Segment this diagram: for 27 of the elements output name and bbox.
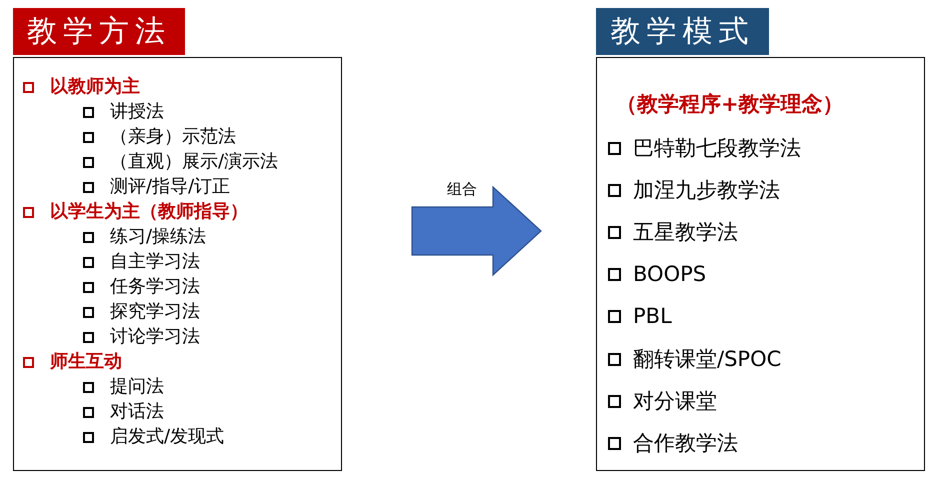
list-item: 翻转课堂/SPOC [633, 346, 782, 372]
list-item: （亲身）示范法 [110, 126, 236, 148]
list-item: BOOPS [633, 262, 706, 288]
list-item: 巴特勒七段教学法 [633, 136, 801, 160]
list-item: PBL [633, 304, 672, 330]
list-item: 探究学习法 [110, 301, 200, 323]
group-heading: 以学生为主（教师指导） [50, 201, 248, 223]
list-item: 启发式/发现式 [110, 426, 224, 448]
group-heading: 以教师为主 [50, 76, 140, 98]
list-item: 对分课堂 [633, 388, 717, 414]
heading-tab: 教学模式 [596, 8, 769, 55]
subtitle: （教学程序+教学理念） [616, 92, 844, 116]
list-item: 对话法 [110, 401, 164, 423]
list-item: 五星教学法 [633, 220, 738, 245]
list-item: 讲授法 [110, 101, 164, 123]
list-item: 合作教学法 [633, 430, 738, 456]
list-item: 讨论学习法 [110, 326, 200, 348]
list-item: 练习/操练法 [110, 226, 206, 248]
edge-label: 组合 [447, 180, 477, 199]
list-item: 提问法 [110, 376, 164, 398]
list-item: 加涅九步教学法 [633, 178, 780, 203]
list-item: （直观）展示/演示法 [110, 151, 278, 173]
list-item: 任务学习法 [110, 276, 200, 298]
list-item: 自主学习法 [110, 251, 200, 273]
group-heading: 师生互动 [50, 351, 122, 373]
list-item: 测评/指导/订正 [110, 176, 230, 198]
heading-tab: 教学方法 [13, 8, 185, 55]
